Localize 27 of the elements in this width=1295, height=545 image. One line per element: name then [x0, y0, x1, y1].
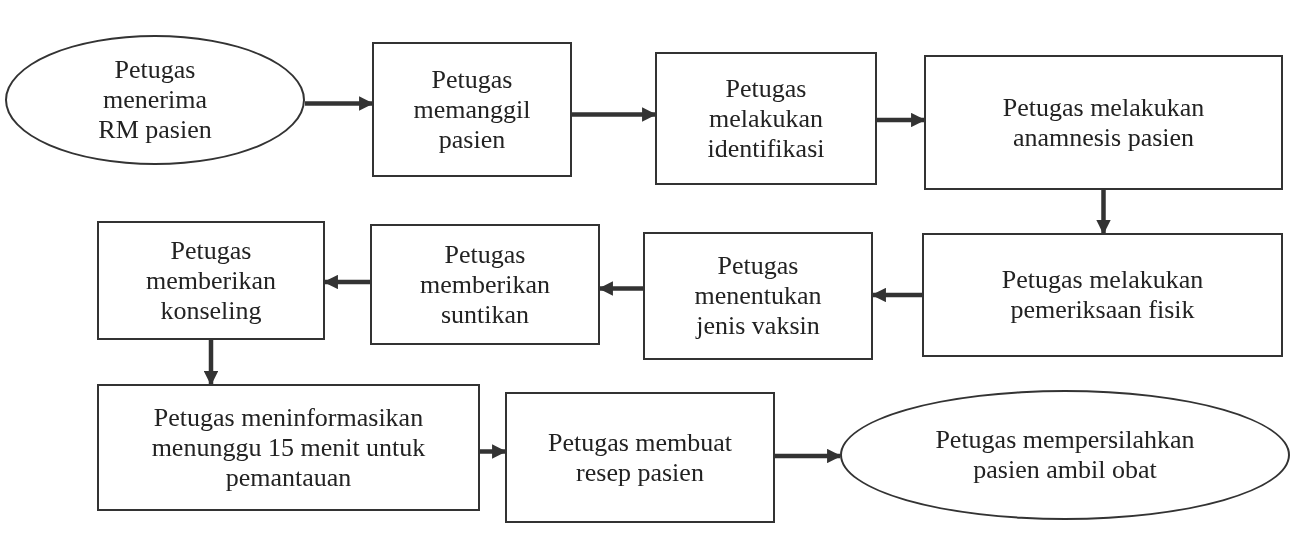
arrow — [1096, 190, 1111, 235]
process-box — [643, 232, 873, 360]
arrow — [877, 112, 926, 128]
process-box — [372, 42, 572, 177]
arrow — [775, 448, 842, 464]
process-box — [97, 221, 325, 340]
step-text: Petugas memberikan konseling — [145, 235, 277, 326]
arrow — [203, 340, 219, 386]
process-box — [370, 224, 600, 345]
step-text: Petugas memberikan suntikan — [419, 239, 551, 330]
step-text: Petugas melakukan anamnesis pasien — [1001, 92, 1206, 153]
process-box — [924, 55, 1283, 190]
process-box — [505, 392, 775, 523]
step-text: Petugas memanggil pasien — [412, 64, 532, 155]
arrow — [305, 96, 374, 111]
step-text: Petugas melakukan pemeriksaan fisik — [1000, 265, 1205, 325]
process-box — [655, 52, 877, 185]
step-text: Petugas membuat resep pasien — [546, 427, 734, 488]
step-text: Petugas menentukan jenis vaksin — [693, 251, 823, 341]
arrow — [572, 107, 657, 122]
step-text: Petugas meninformasikan menunggu 15 menit untuk pemantauan — [150, 402, 427, 493]
step-text: Petugas menerima RM pasien — [97, 55, 213, 145]
step-text: Petugas mempersilahkan pasien ambil obat — [934, 425, 1196, 485]
arrow — [480, 444, 507, 459]
step-text: Petugas melakukan identifikasi — [706, 73, 826, 164]
process-box — [922, 233, 1283, 357]
process-box — [97, 384, 480, 511]
